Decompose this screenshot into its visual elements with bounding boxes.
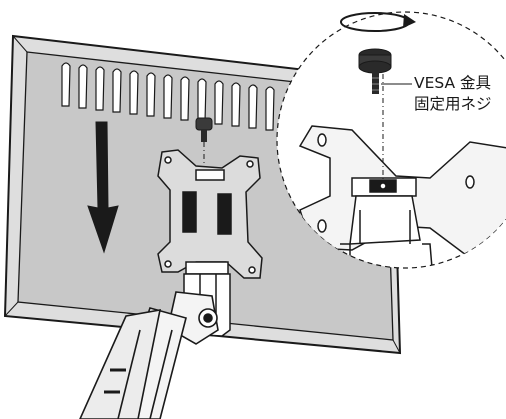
down-arrow-icon	[87, 121, 119, 254]
vent-slots	[61, 62, 275, 131]
vesa-plate	[157, 149, 263, 279]
monitor-arm	[79, 291, 219, 419]
thumbscrew-large-icon	[358, 48, 392, 94]
vesa-label-line2: 固定用ネジ	[414, 95, 492, 113]
rotate-arrow-icon	[340, 12, 416, 32]
vesa-label-line1: VESA 金具	[414, 74, 492, 92]
zoom-detail-circle	[276, 11, 506, 269]
thumbscrew-icon	[195, 117, 213, 142]
